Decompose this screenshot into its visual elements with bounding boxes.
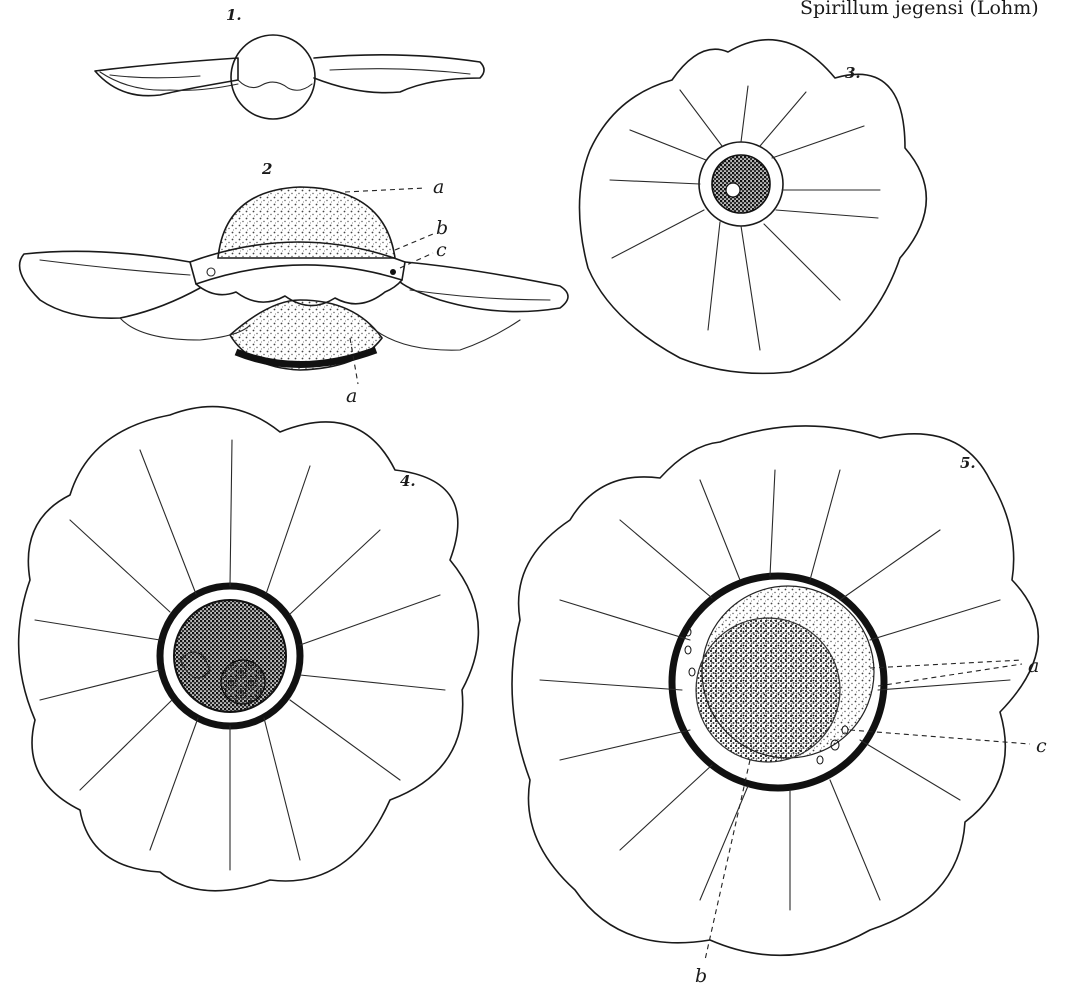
figure-1-number: 1. [226,6,242,24]
figure-2-label-a-upper: a [433,176,444,198]
figure-2: 2 a b c a [20,160,568,407]
figure-4-number: 4. [400,472,416,490]
figure-4: 4. [19,407,479,891]
figure-5-label-b: b [695,965,707,987]
figure-5: 5. a c b [512,426,1047,987]
figure-2-number: 2 [261,160,272,178]
figure-2-label-b: b [436,217,448,239]
figure-3: 3. [579,40,926,374]
figure-5-label-a: a [1028,655,1039,677]
figure-3-number: 3. [845,64,861,82]
figure-2-label-a-lower: a [346,385,357,407]
figure-1: 1. [95,6,484,119]
figure-2-label-c: c [436,239,447,261]
plate-header: Spirillum jegensi (Lohm) [800,0,1039,19]
figure-5-label-c: c [1036,735,1047,757]
